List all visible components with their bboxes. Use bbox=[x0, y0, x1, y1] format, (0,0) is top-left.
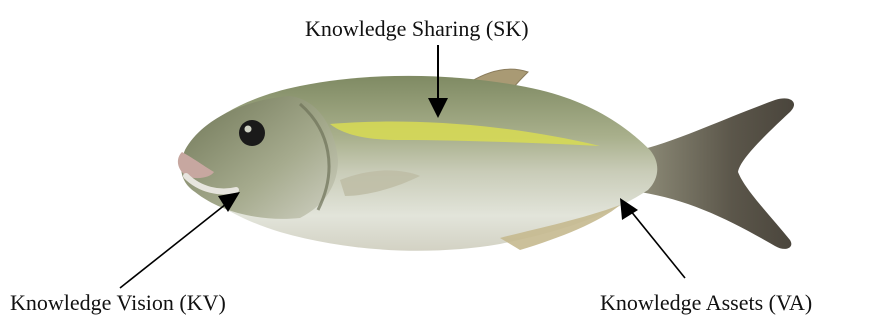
label-knowledge-assets: Knowledge Assets (VA) bbox=[600, 292, 812, 314]
label-knowledge-vision: Knowledge Vision (KV) bbox=[10, 292, 226, 314]
fish-eye bbox=[239, 120, 265, 146]
label-knowledge-sharing: Knowledge Sharing (SK) bbox=[305, 18, 529, 40]
tail-fin bbox=[640, 98, 794, 249]
eye-highlight bbox=[245, 126, 252, 133]
arrow-knowledge-assets bbox=[620, 198, 685, 278]
fish-head bbox=[181, 96, 338, 219]
arrow-knowledge-vision bbox=[120, 192, 240, 288]
